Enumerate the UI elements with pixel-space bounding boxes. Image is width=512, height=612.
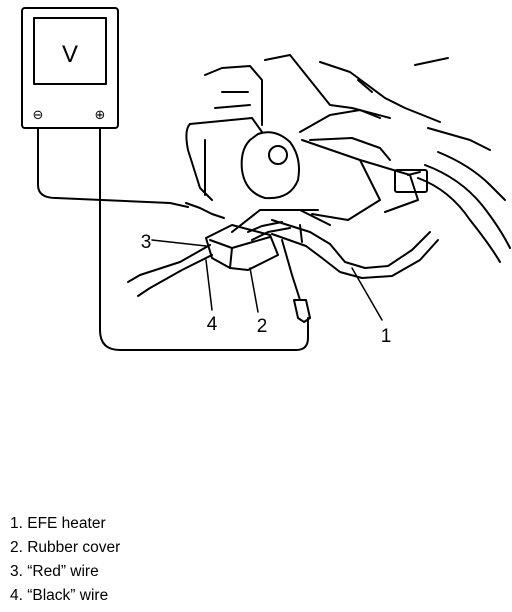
callout-leaders bbox=[151, 239, 383, 321]
voltmeter-symbol: V bbox=[62, 41, 78, 68]
callout-3: 3 bbox=[141, 232, 152, 253]
efe-heater-voltage-check-diagram: V ⊖ ⊕ 1 2 3 4 bbox=[21, 7, 511, 351]
negative-terminal-icon: ⊖ bbox=[33, 108, 44, 123]
parts-legend: 1. EFE heater 2. Rubber cover 3. “Red” w… bbox=[10, 512, 120, 608]
legend-item: 3. “Red” wire bbox=[10, 563, 99, 580]
wire-harness bbox=[127, 221, 291, 297]
negative-test-lead bbox=[37, 127, 189, 208]
voltmeter bbox=[21, 7, 119, 129]
efe-heater-pipe bbox=[271, 219, 439, 279]
voltmeter-body bbox=[21, 7, 119, 129]
negative-probe bbox=[185, 202, 225, 219]
red-wire bbox=[127, 244, 211, 283]
positive-test-lead bbox=[99, 127, 309, 351]
callout-1: 1 bbox=[381, 326, 392, 347]
engine-block-outline bbox=[204, 54, 491, 233]
legend-item: 4. “Black” wire bbox=[10, 587, 109, 604]
positive-terminal-icon: ⊕ bbox=[95, 108, 106, 123]
hoses bbox=[417, 151, 511, 263]
black-wire bbox=[137, 254, 213, 297]
positive-probe bbox=[281, 239, 311, 323]
efe-heater-assembly bbox=[185, 117, 419, 221]
callout-2: 2 bbox=[257, 316, 268, 337]
rubber-cover bbox=[205, 224, 279, 271]
legend-item: 2. Rubber cover bbox=[10, 539, 121, 556]
legend-item: 1. EFE heater bbox=[10, 515, 106, 532]
callout-4: 4 bbox=[207, 314, 218, 335]
voltmeter-display bbox=[33, 17, 107, 85]
